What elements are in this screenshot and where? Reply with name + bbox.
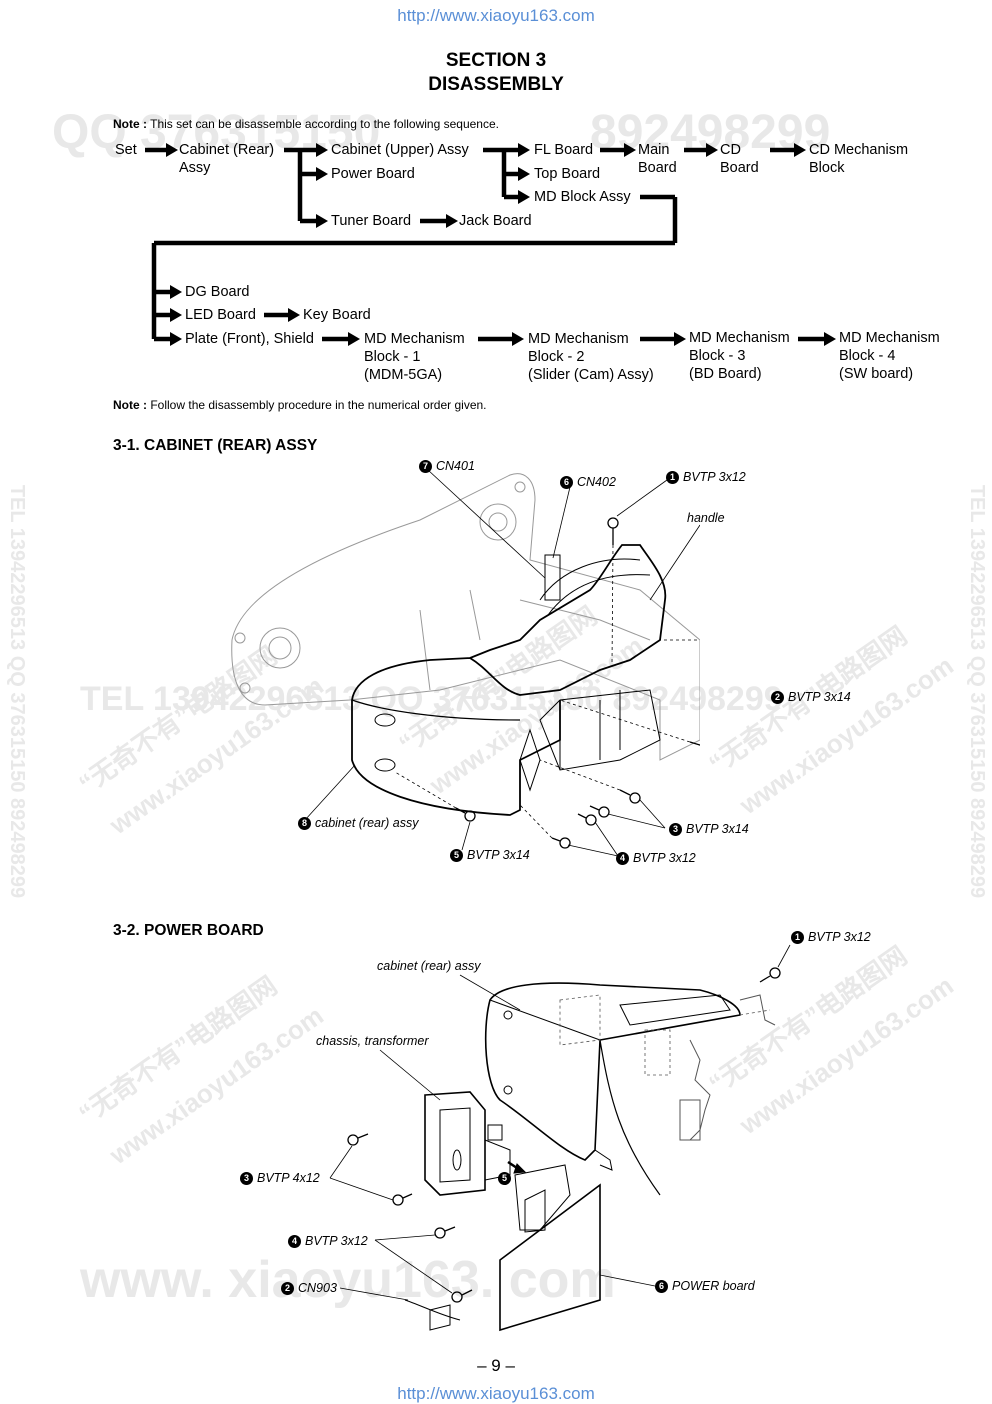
watermark-side-left: TEL 13942296513 QQ 376315150 892498299 [6,484,29,899]
cabinet-rear-diagram [231,469,700,857]
flow-dg-board: DG Board [185,284,250,300]
note-label: Note : [113,117,147,131]
note-text-2: Follow the disassembly procedure in the … [150,398,487,412]
label-handle: handle [687,511,725,525]
note-order: Note : Follow the disassembly procedure … [113,398,487,412]
flow-led-board: LED Board [185,307,256,323]
flow-cabinet-rear: Cabinet (Rear)Assy [179,142,275,176]
label-s2-cabinet-rear-assy: cabinet (rear) assy [377,959,481,973]
power-board-diagram [329,944,791,1332]
footer-url-link[interactable]: http://www.xiaoyu163.com [397,1384,595,1403]
flow-cabinet-upper: Cabinet (Upper) Assy [331,142,469,158]
flow-md-block: MD Block Assy [534,189,631,205]
label-step-5: 5 [498,1171,515,1185]
page-title: DISASSEMBLY [428,74,564,95]
flow-jack-board: Jack Board [459,213,532,229]
section-3-1-title: 3-1. CABINET (REAR) ASSY [113,437,318,454]
watermark-www-3: www.xiaoyu163.com [734,650,959,821]
label-chassis-transformer: chassis, transformer [316,1034,429,1048]
flow-chart-connectors [145,143,836,346]
note-sequence: Note : This set can be disassemble accor… [113,117,499,131]
note-label-2: Note : [113,398,147,412]
note-text: This set can be disassemble according to… [150,117,499,131]
header-url-link[interactable]: http://www.xiaoyu163.com [397,6,595,25]
flow-top-board: Top Board [534,166,601,182]
flow-tuner-board: Tuner Board [331,213,412,229]
flow-plate-front: Plate (Front), Shield [185,331,314,347]
flow-fl-board: FL Board [534,142,594,158]
section-3-2-title: 3-2. POWER BOARD [113,922,264,939]
section-number: SECTION 3 [445,50,547,71]
flow-power-board: Power Board [331,166,415,182]
watermark-side-right: TEL 13942296513 QQ 376315150 892498299 [966,484,989,899]
page-number: – 9 – [477,1356,515,1375]
flow-set: Set [115,142,137,158]
flow-key-board: Key Board [303,307,371,323]
